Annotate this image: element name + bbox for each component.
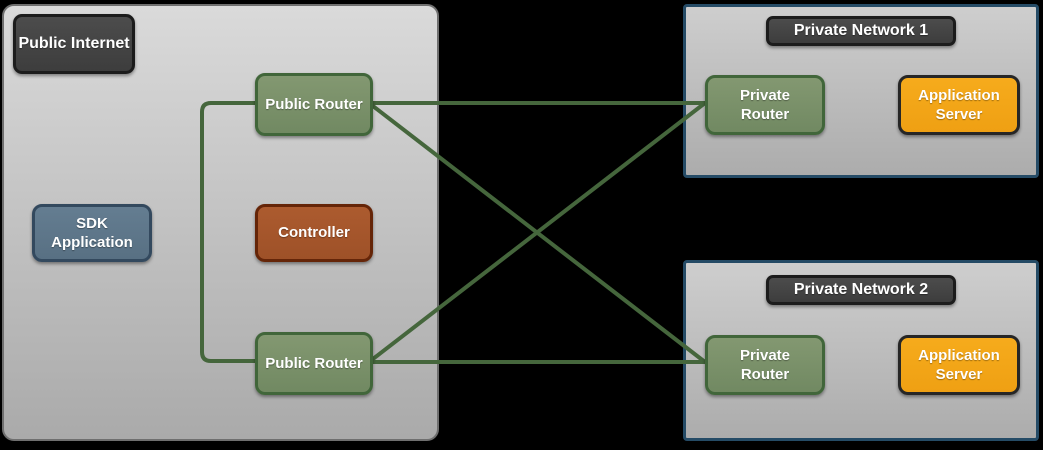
container-private-network-1: Private Network 1 Private Router Applica… [683, 4, 1039, 178]
container-public-internet: Public Internet Public Router SDK Applic… [2, 4, 439, 441]
private-network-1-label: Private Network 1 [766, 16, 956, 46]
node-application-server-1: Application Server [898, 75, 1020, 135]
public-internet-label: Public Internet [13, 14, 135, 74]
node-sdk-application: SDK Application [32, 204, 152, 262]
node-private-router-2: Private Router [705, 335, 825, 395]
node-public-router-bottom: Public Router [255, 332, 373, 395]
node-controller: Controller [255, 204, 373, 262]
node-application-server-2: Application Server [898, 335, 1020, 395]
node-public-router-top: Public Router [255, 73, 373, 136]
node-private-router-1: Private Router [705, 75, 825, 135]
container-private-network-2: Private Network 2 Private Router Applica… [683, 260, 1039, 441]
private-network-2-label: Private Network 2 [766, 275, 956, 305]
